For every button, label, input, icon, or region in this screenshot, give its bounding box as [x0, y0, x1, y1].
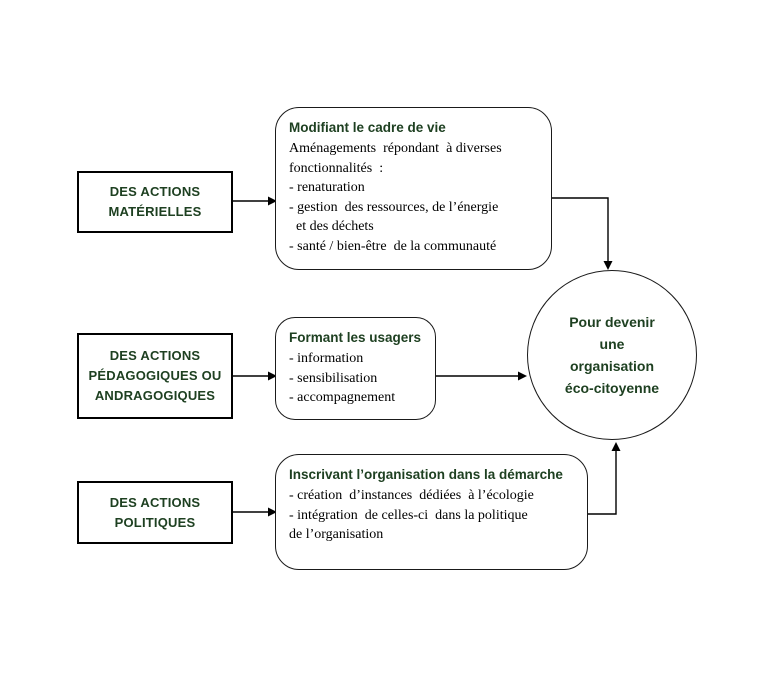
left-box-label: DES ACTIONS POLITIQUES — [109, 494, 201, 530]
arrow-cadre-to-circle — [552, 197, 613, 270]
process-box-demarche: Inscrivant l’organisation dans la démarc… — [275, 454, 588, 570]
goal-circle-label: Pour devenir une organisation éco-citoye… — [564, 314, 660, 396]
process-box-title: Formant les usagers — [289, 330, 422, 345]
left-box-actions-materielles: DES ACTIONS MATÉRIELLES — [77, 171, 233, 233]
process-box-line: - sensibilisation — [289, 370, 378, 386]
left-box-label: DES ACTIONS PÉDAGOGIQUES OU ANDRAGOGIQUE… — [88, 348, 222, 403]
process-box-line: et des déchets — [289, 219, 374, 234]
process-box-line: fonctionnalités : — [289, 160, 384, 176]
process-box-line: - gestion des ressources, de l’énergie — [289, 199, 499, 215]
process-box-title: Modifiant le cadre de vie — [289, 120, 446, 135]
process-box-cadre-de-vie: Modifiant le cadre de vie Aménagements r… — [275, 107, 552, 270]
left-box-actions-politiques: DES ACTIONS POLITIQUES — [77, 481, 233, 544]
process-box-line: - santé / bien-être de la communauté — [289, 238, 497, 254]
left-box-label: DES ACTIONS MATÉRIELLES — [108, 184, 202, 219]
process-box-line: de l’organisation — [289, 527, 384, 542]
process-box-line: - information — [289, 351, 364, 366]
process-box-title: Inscrivant l’organisation dans la démarc… — [289, 467, 563, 482]
process-box-line: Aménagements répondant à diverses — [289, 141, 502, 156]
process-box-line: - intégration de celles-ci dans la polit… — [289, 507, 528, 523]
process-box-usagers: Formant les usagers - information - sens… — [275, 317, 436, 420]
goal-circle-organisation-eco-citoyenne: Pour devenir une organisation éco-citoye… — [527, 270, 697, 440]
arrow-demarche-to-circle — [588, 442, 621, 515]
process-box-line: - accompagnement — [289, 390, 396, 405]
left-box-actions-pedagogiques: DES ACTIONS PÉDAGOGIQUES OU ANDRAGOGIQUE… — [77, 333, 233, 419]
process-box-line: - renaturation — [289, 180, 365, 195]
process-box-line: - création d’instances dédiées à l’écolo… — [289, 488, 534, 503]
